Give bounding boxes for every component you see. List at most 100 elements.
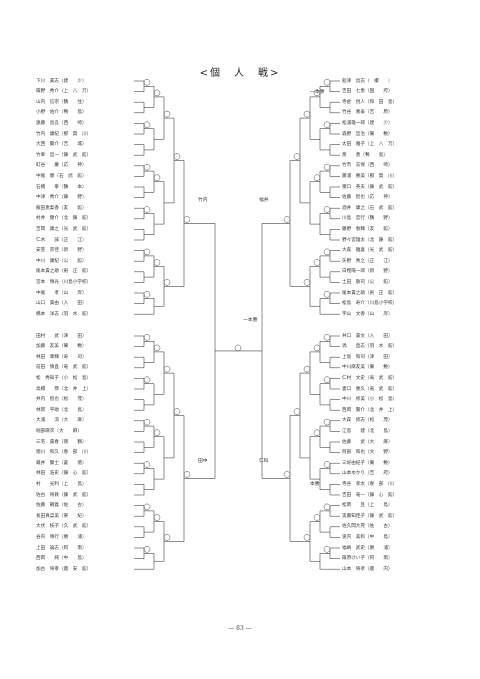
result-mark <box>143 121 151 128</box>
result-mark <box>163 365 171 373</box>
left-entry: 徳川 和久（春 部 川） <box>36 450 92 456</box>
left-entry: 西岡 純（中 島） <box>36 556 87 562</box>
right-upper-winner-label: 福井 <box>259 198 269 203</box>
right-entry: 森野 哲治（鷲 敷） <box>342 131 393 137</box>
result-mark <box>313 429 321 436</box>
left-entry: 林岡 平助（北 島） <box>36 407 87 413</box>
result-mark <box>153 174 161 181</box>
left-entry: 石橋 拳（鶴 本） <box>36 184 87 190</box>
left-entry: 長田真菜美（東 紀） <box>36 513 87 519</box>
result-mark <box>183 471 191 478</box>
left-entry: 松 秀知子（小 松 島） <box>36 375 92 381</box>
left-entry: 山口 貴由（入 田） <box>36 301 87 307</box>
left-entry: 加藤 友美（鷲 敷） <box>36 344 87 350</box>
result-mark <box>323 546 331 553</box>
result-mark <box>293 153 301 160</box>
right-entry: 川島 忠行（鶴 野） <box>342 216 393 222</box>
result-mark <box>323 79 331 86</box>
left-entry: 竹内 康紀（那 賀 川） <box>36 131 92 137</box>
right-entry: 尾本貴之助（剣 正 館） <box>342 290 398 296</box>
right-entry: 実藤知佳子（錬 武 館） <box>342 513 398 519</box>
left-entry: 高橋 恭（北 井 上） <box>36 386 92 392</box>
right-entry: 寺谷 孝太（春 部 川） <box>342 481 398 487</box>
result-mark <box>313 259 321 266</box>
right-entry: 篠原けい子（阿 南） <box>342 556 393 562</box>
left-entry: 宮本 慎光（川島小学校） <box>36 279 92 285</box>
left-entry: 下川 貴志（建 少） <box>36 78 87 84</box>
result-mark <box>283 216 291 223</box>
left-entry: 大伏 枝子（久 武 館） <box>36 524 92 530</box>
result-mark <box>143 546 151 553</box>
right-entry: 寺倉 悦人（和 田 島） <box>342 99 398 105</box>
result-mark <box>163 279 171 286</box>
right-entry: 佐藤 智也（応 神） <box>342 195 393 201</box>
right-entry: 土田 敬司（公 館） <box>342 279 393 285</box>
result-mark <box>323 206 331 213</box>
result-mark <box>323 334 331 341</box>
left-upper-winner-label: 竹内 <box>198 198 208 203</box>
result-mark <box>313 514 321 521</box>
right-entry: 井口 貴文（入 田） <box>342 333 393 339</box>
result-mark <box>303 110 311 118</box>
right-entry: 酒井 康之（石 武 館） <box>342 205 398 211</box>
right-entry: 宇山 文香（山 岸） <box>342 311 393 317</box>
right-entry: 吉田 竜一（錬 心 館） <box>342 492 398 498</box>
result-mark <box>173 408 181 415</box>
left-entry: 田村 武（津 田） <box>36 333 87 339</box>
result-mark <box>323 461 331 468</box>
left-entry: 上田 論志（阿 南） <box>36 545 87 551</box>
result-mark <box>293 408 301 415</box>
right-entry: 松島 寿介（川島小学校） <box>342 301 398 307</box>
right-entry: 西岡 賢介（北 井 上） <box>342 407 398 413</box>
left-entry: 小野 佑介（鴨 島） <box>36 110 87 116</box>
left-entry: 中川 康紀（公 館） <box>36 258 87 264</box>
result-mark <box>153 89 161 97</box>
right-entry: 中川 修美（小 松 島） <box>342 397 398 403</box>
right-entry: 江島 建（北 島） <box>342 428 393 434</box>
right-entry: 大森 修志（松 茂） <box>342 418 393 424</box>
page-number: — 83 — <box>228 625 252 632</box>
left-entry: 吉岡 康之（光 武 館） <box>36 226 92 232</box>
right-entry: 渦 直志（羽 水 館） <box>342 344 398 350</box>
right-entry: 斎 勇（鴨 島） <box>342 152 388 158</box>
left-entry: 遠藤 昌吾（西 崎） <box>36 120 87 126</box>
left-entry: 井内 智也（松 茂） <box>36 397 87 403</box>
result-mark <box>143 503 151 511</box>
left-entry: 村 光利（上 島） <box>36 481 87 487</box>
right-entry: 速内 美和（中 島） <box>342 534 393 540</box>
result-mark <box>143 79 151 86</box>
result-mark <box>323 376 331 383</box>
right-entry: 野々宮雄太（北 錬 館） <box>342 237 398 243</box>
result-mark <box>303 365 311 373</box>
result-mark <box>303 534 311 541</box>
result-mark <box>163 110 171 118</box>
left-entry: 林田 浩史（錬 心 館） <box>36 471 92 477</box>
right-entry: 佐久間大晃（佐 古） <box>342 524 393 530</box>
right-entry: 船津 昌志（ 撮 ） <box>342 78 393 84</box>
left-entry: 篠野 秀介（上 八 万） <box>36 89 92 95</box>
right-entry: 仁村 文史（竜 武 館） <box>342 375 398 381</box>
result-mark <box>163 534 171 541</box>
right-lower-winner-label: 仁科 <box>259 459 269 464</box>
left-entry: 安芸 宗佳（新 野） <box>36 248 87 254</box>
left-entry: 中尾 健（石 武 館） <box>36 173 87 179</box>
result-mark <box>143 418 151 426</box>
right-entry: 太田 雅子（上 八 万） <box>342 142 398 148</box>
result-mark <box>234 344 242 352</box>
result-mark <box>323 418 331 426</box>
left-entry: 飯田恵梨香（友 館） <box>36 205 87 211</box>
left-entry: 佐藤 朝義（佐 古） <box>36 503 87 509</box>
left-entry: 加古 将幸（鹿 安 館） <box>36 566 92 572</box>
result-mark <box>323 163 331 171</box>
right-entry: 中川麻友美（鷲 敷） <box>342 365 393 371</box>
right-entry: 上坂 和司（津 田） <box>342 354 393 360</box>
right-entry: 白樫陽一郎（新 野） <box>342 269 393 275</box>
result-mark <box>143 334 151 341</box>
left-entry: 尾本貴之助（剣 正 館） <box>36 269 92 275</box>
result-mark <box>313 174 321 181</box>
left-entry: 橋本 洋志（羽 水 館） <box>36 311 92 317</box>
left-entry: 大西 賢介（吉 城） <box>36 142 87 148</box>
right-entry: 竹市 志保（西 崎） <box>342 163 393 169</box>
result-mark <box>323 248 331 256</box>
left-entry: 蔵井 賢士（蒼 徳） <box>36 460 87 466</box>
